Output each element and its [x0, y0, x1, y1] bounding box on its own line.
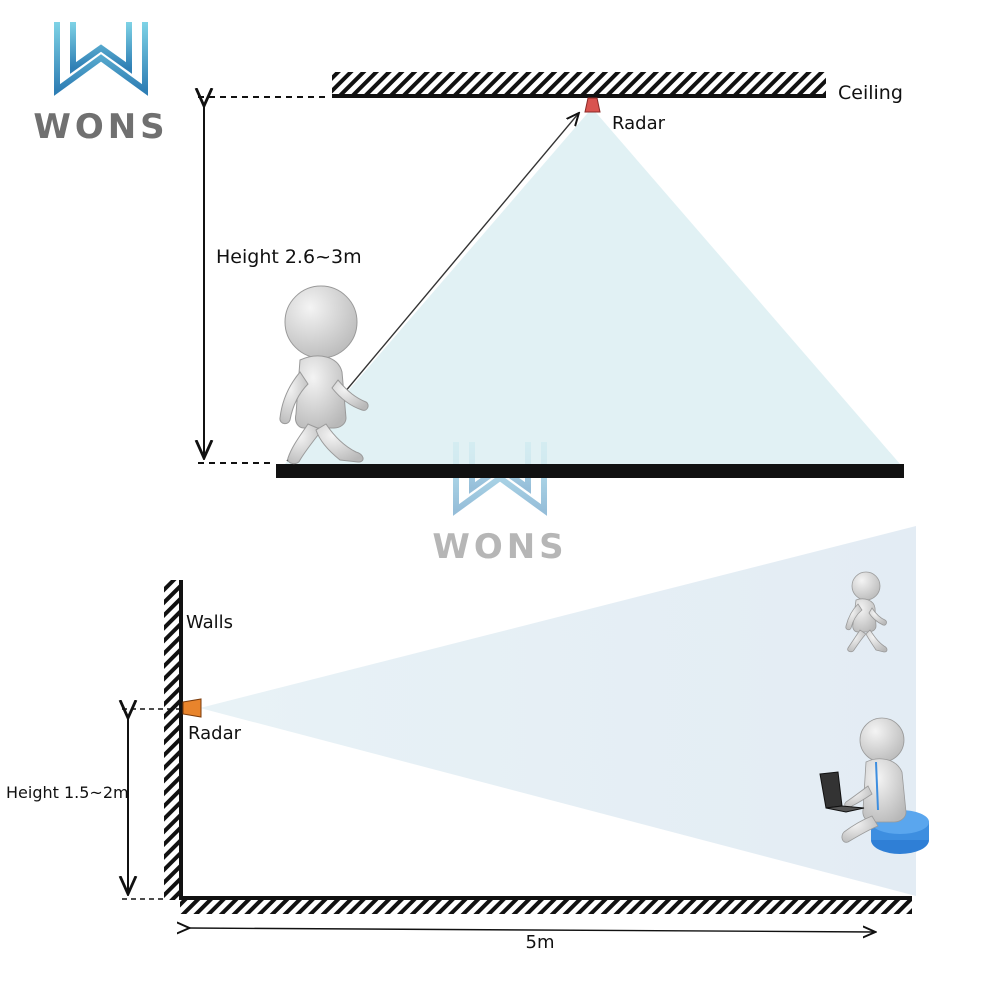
wall-floor-hatch	[180, 900, 912, 914]
small-walking-figure	[845, 571, 888, 653]
walking-person-figure	[279, 285, 369, 465]
wall-hatch	[164, 580, 180, 900]
ceiling-height-label: Height 2.6~3m	[216, 246, 362, 268]
wall-mount-diagram: Walls Radar Height 1.5~2m 5m	[6, 526, 929, 953]
seated-person-with-laptop	[819, 717, 929, 854]
wall-radar-icon	[182, 698, 202, 718]
wall-height-label: Height 1.5~2m	[6, 783, 129, 802]
ceiling-radar-label: Radar	[612, 113, 666, 134]
ceiling-detection-beam	[285, 108, 900, 464]
brand-w-icon	[54, 22, 148, 96]
wall-radar-label: Radar	[188, 723, 242, 744]
wall-detection-beam	[200, 526, 916, 896]
laptop-icon	[819, 771, 865, 813]
watermark-name: WONS	[432, 527, 567, 567]
distance-label: 5m	[526, 932, 555, 953]
brand-logo: WONS	[33, 22, 168, 147]
ceiling-label: Ceiling	[838, 82, 903, 104]
ceiling-radar-icon	[584, 97, 601, 113]
ceiling-mount-diagram: Ceiling Radar Height 2.6~3m	[198, 72, 904, 478]
distance-dimension-arrow	[188, 928, 874, 932]
walls-label: Walls	[186, 612, 233, 633]
floor-bar	[276, 464, 904, 478]
brand-name: WONS	[33, 107, 168, 147]
ceiling-hatch	[332, 72, 826, 94]
